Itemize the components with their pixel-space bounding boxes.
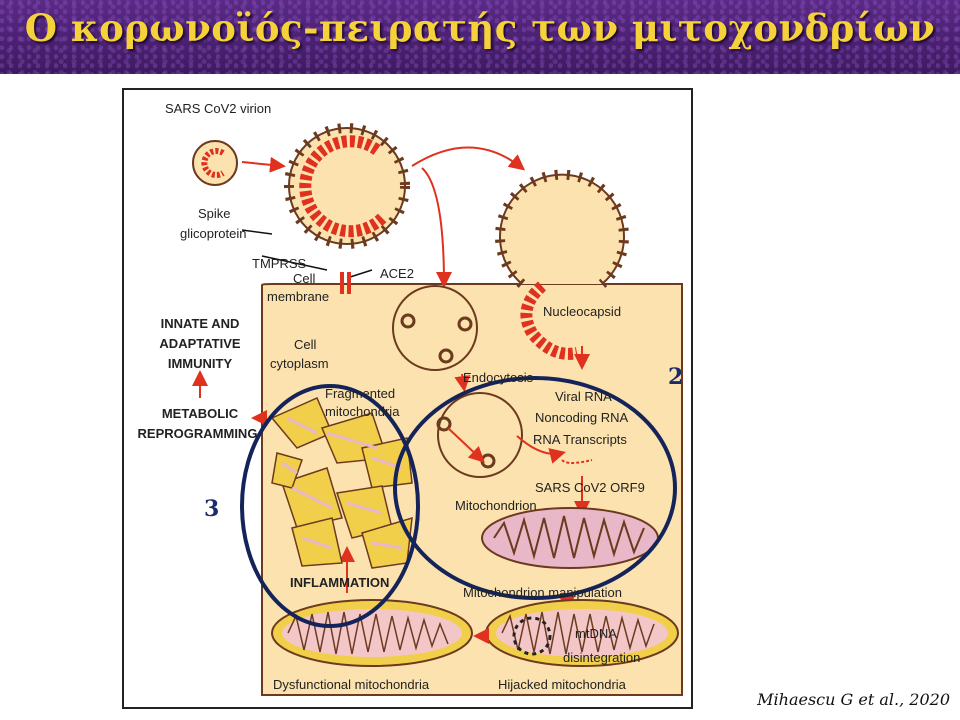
orf9-label: SARS CoV2 ORF9: [535, 480, 645, 495]
ace2-label: ACE2: [380, 266, 414, 281]
manipulation-label: Mitochondrion manipulation: [463, 585, 622, 600]
mitochondrion-label: Mitochondrion: [455, 498, 537, 513]
large-virion: [284, 123, 410, 249]
membrane-label: membrane: [267, 289, 330, 304]
disintegration-label: disintegration: [563, 650, 641, 665]
slide-title: Ο κορωνοϊός-πειρατής των μιτοχονδρίων: [24, 6, 936, 50]
glicoprotein-label: glicoprotein: [180, 226, 247, 241]
cell-label: Cell: [293, 271, 316, 286]
tmprss-label: TMPRSS: [252, 256, 307, 271]
marker-3: 3: [204, 496, 220, 522]
fragmented-label-2: mitochondria: [325, 404, 400, 419]
diagram-graphic: [192, 123, 683, 696]
fragmented-label-1: Fragmented: [325, 386, 396, 401]
virion-label: SARS CoV2 virion: [165, 101, 272, 116]
innate-label: INNATE AND: [160, 316, 240, 331]
highlight-circle-3: [240, 384, 420, 628]
immunity-label: IMMUNITY: [167, 356, 233, 371]
hijacked-label: Hijacked mitochondria: [498, 677, 626, 692]
endocytosis-label: Endocytosis: [463, 370, 534, 385]
spike-label: Spike: [198, 206, 231, 221]
hijacked-mitochondrion: [485, 599, 679, 667]
marker-2: 2: [668, 364, 684, 390]
rna-transcripts-label: RNA Transcripts: [533, 432, 627, 447]
healthy-mitochondrion: [481, 507, 659, 569]
metabolic-label: METABOLIC: [161, 406, 239, 421]
reprogramming-label: REPROGRAMMING: [137, 426, 258, 441]
highlight-circle-2: [393, 376, 677, 600]
dysfunctional-mitochondrion: [271, 599, 473, 667]
inflammation-label: INFLAMMATION: [290, 575, 390, 590]
viral-rna-label: Viral RNA: [555, 389, 612, 404]
adaptative-label: ADAPTATIVE: [159, 336, 241, 351]
dysfunctional-label: Dysfunctional mitochondria: [273, 677, 430, 692]
small-virion: [192, 140, 238, 186]
cytoplasm-label: cytoplasm: [270, 356, 329, 371]
title-bar: Ο κορωνοϊός-πειρατής των μιτοχονδρίων: [0, 0, 960, 74]
endosome: [392, 285, 478, 371]
cell-cytoplasm-label-1: Cell: [294, 337, 317, 352]
citation: Mihaescu G et al., 2020: [757, 690, 950, 709]
nucleocapsid-label: Nucleocapsid: [543, 304, 622, 319]
noncoding-rna-label: Noncoding RNA: [535, 410, 629, 425]
budding-virion: [495, 169, 629, 360]
mitochondrion-circle: [436, 392, 523, 478]
mtdna-label: mtDNA: [575, 626, 617, 641]
